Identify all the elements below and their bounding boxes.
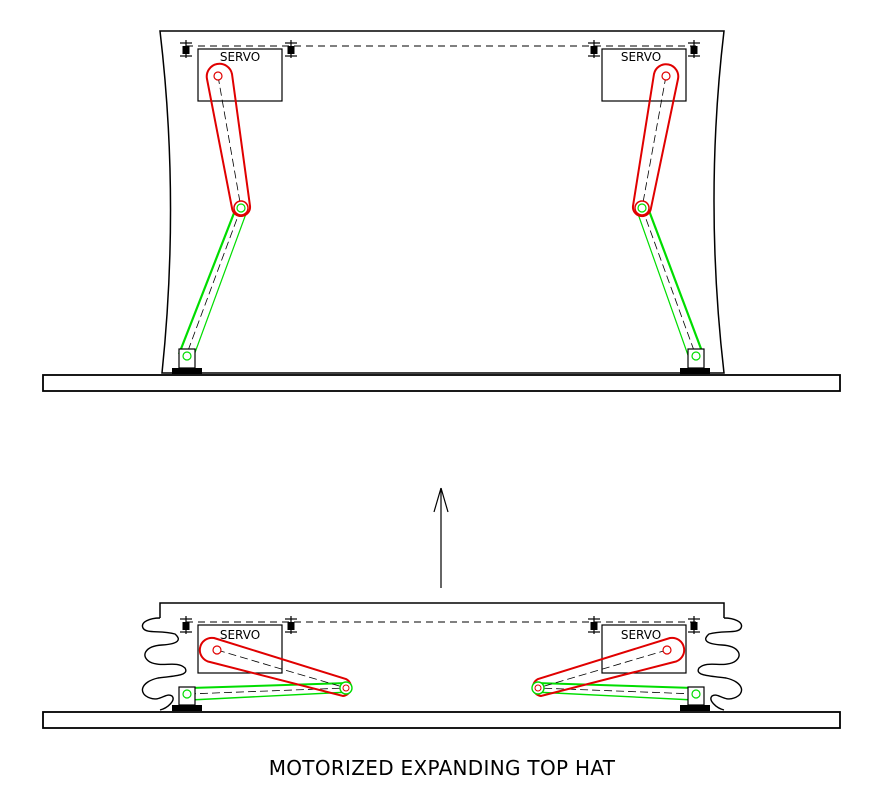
folded-fabric-right bbox=[697, 617, 743, 711]
diagram-caption: MOTORIZED EXPANDING TOP HAT bbox=[269, 756, 616, 780]
crown-top-collapsed bbox=[159, 602, 725, 618]
rail-bracket-icon bbox=[687, 615, 701, 635]
expansion-arrow-icon bbox=[433, 487, 449, 588]
servo-right-expanded: SERVO bbox=[601, 48, 687, 102]
servo-left-expanded: SERVO bbox=[197, 48, 283, 102]
lower-link-left-collapsed bbox=[187, 682, 351, 701]
base-mount-right-collapsed bbox=[680, 686, 710, 711]
upper-link-left-collapsed bbox=[198, 636, 353, 698]
rail-bracket-icon bbox=[587, 615, 601, 635]
base-mount-left-collapsed bbox=[172, 686, 202, 711]
rail-bracket-icon bbox=[179, 615, 193, 635]
brim-collapsed bbox=[42, 711, 841, 729]
servo-label: SERVO bbox=[621, 628, 661, 642]
rail-bracket-icon bbox=[284, 615, 298, 635]
expanded-hat: SERVO SERVO bbox=[42, 30, 841, 392]
base-mount-left-expanded bbox=[172, 348, 202, 374]
upper-link-left-expanded bbox=[205, 62, 252, 217]
lower-link-right-collapsed bbox=[533, 682, 697, 701]
upper-link-right-expanded bbox=[631, 63, 680, 217]
lower-link-left-expanded bbox=[177, 207, 248, 359]
base-mount-right-expanded bbox=[680, 348, 710, 374]
crown-outline-expanded bbox=[159, 30, 725, 374]
servo-left-collapsed: SERVO bbox=[197, 624, 283, 674]
servo-label: SERVO bbox=[220, 628, 260, 642]
lower-link-right-expanded bbox=[636, 207, 705, 359]
servo-label: SERVO bbox=[621, 50, 661, 64]
brim-expanded bbox=[42, 374, 841, 392]
folded-fabric-left bbox=[141, 617, 187, 711]
servo-label: SERVO bbox=[220, 50, 260, 64]
collapsed-hat: SERVO SERVO bbox=[42, 602, 841, 729]
upper-link-right-collapsed bbox=[531, 636, 686, 698]
